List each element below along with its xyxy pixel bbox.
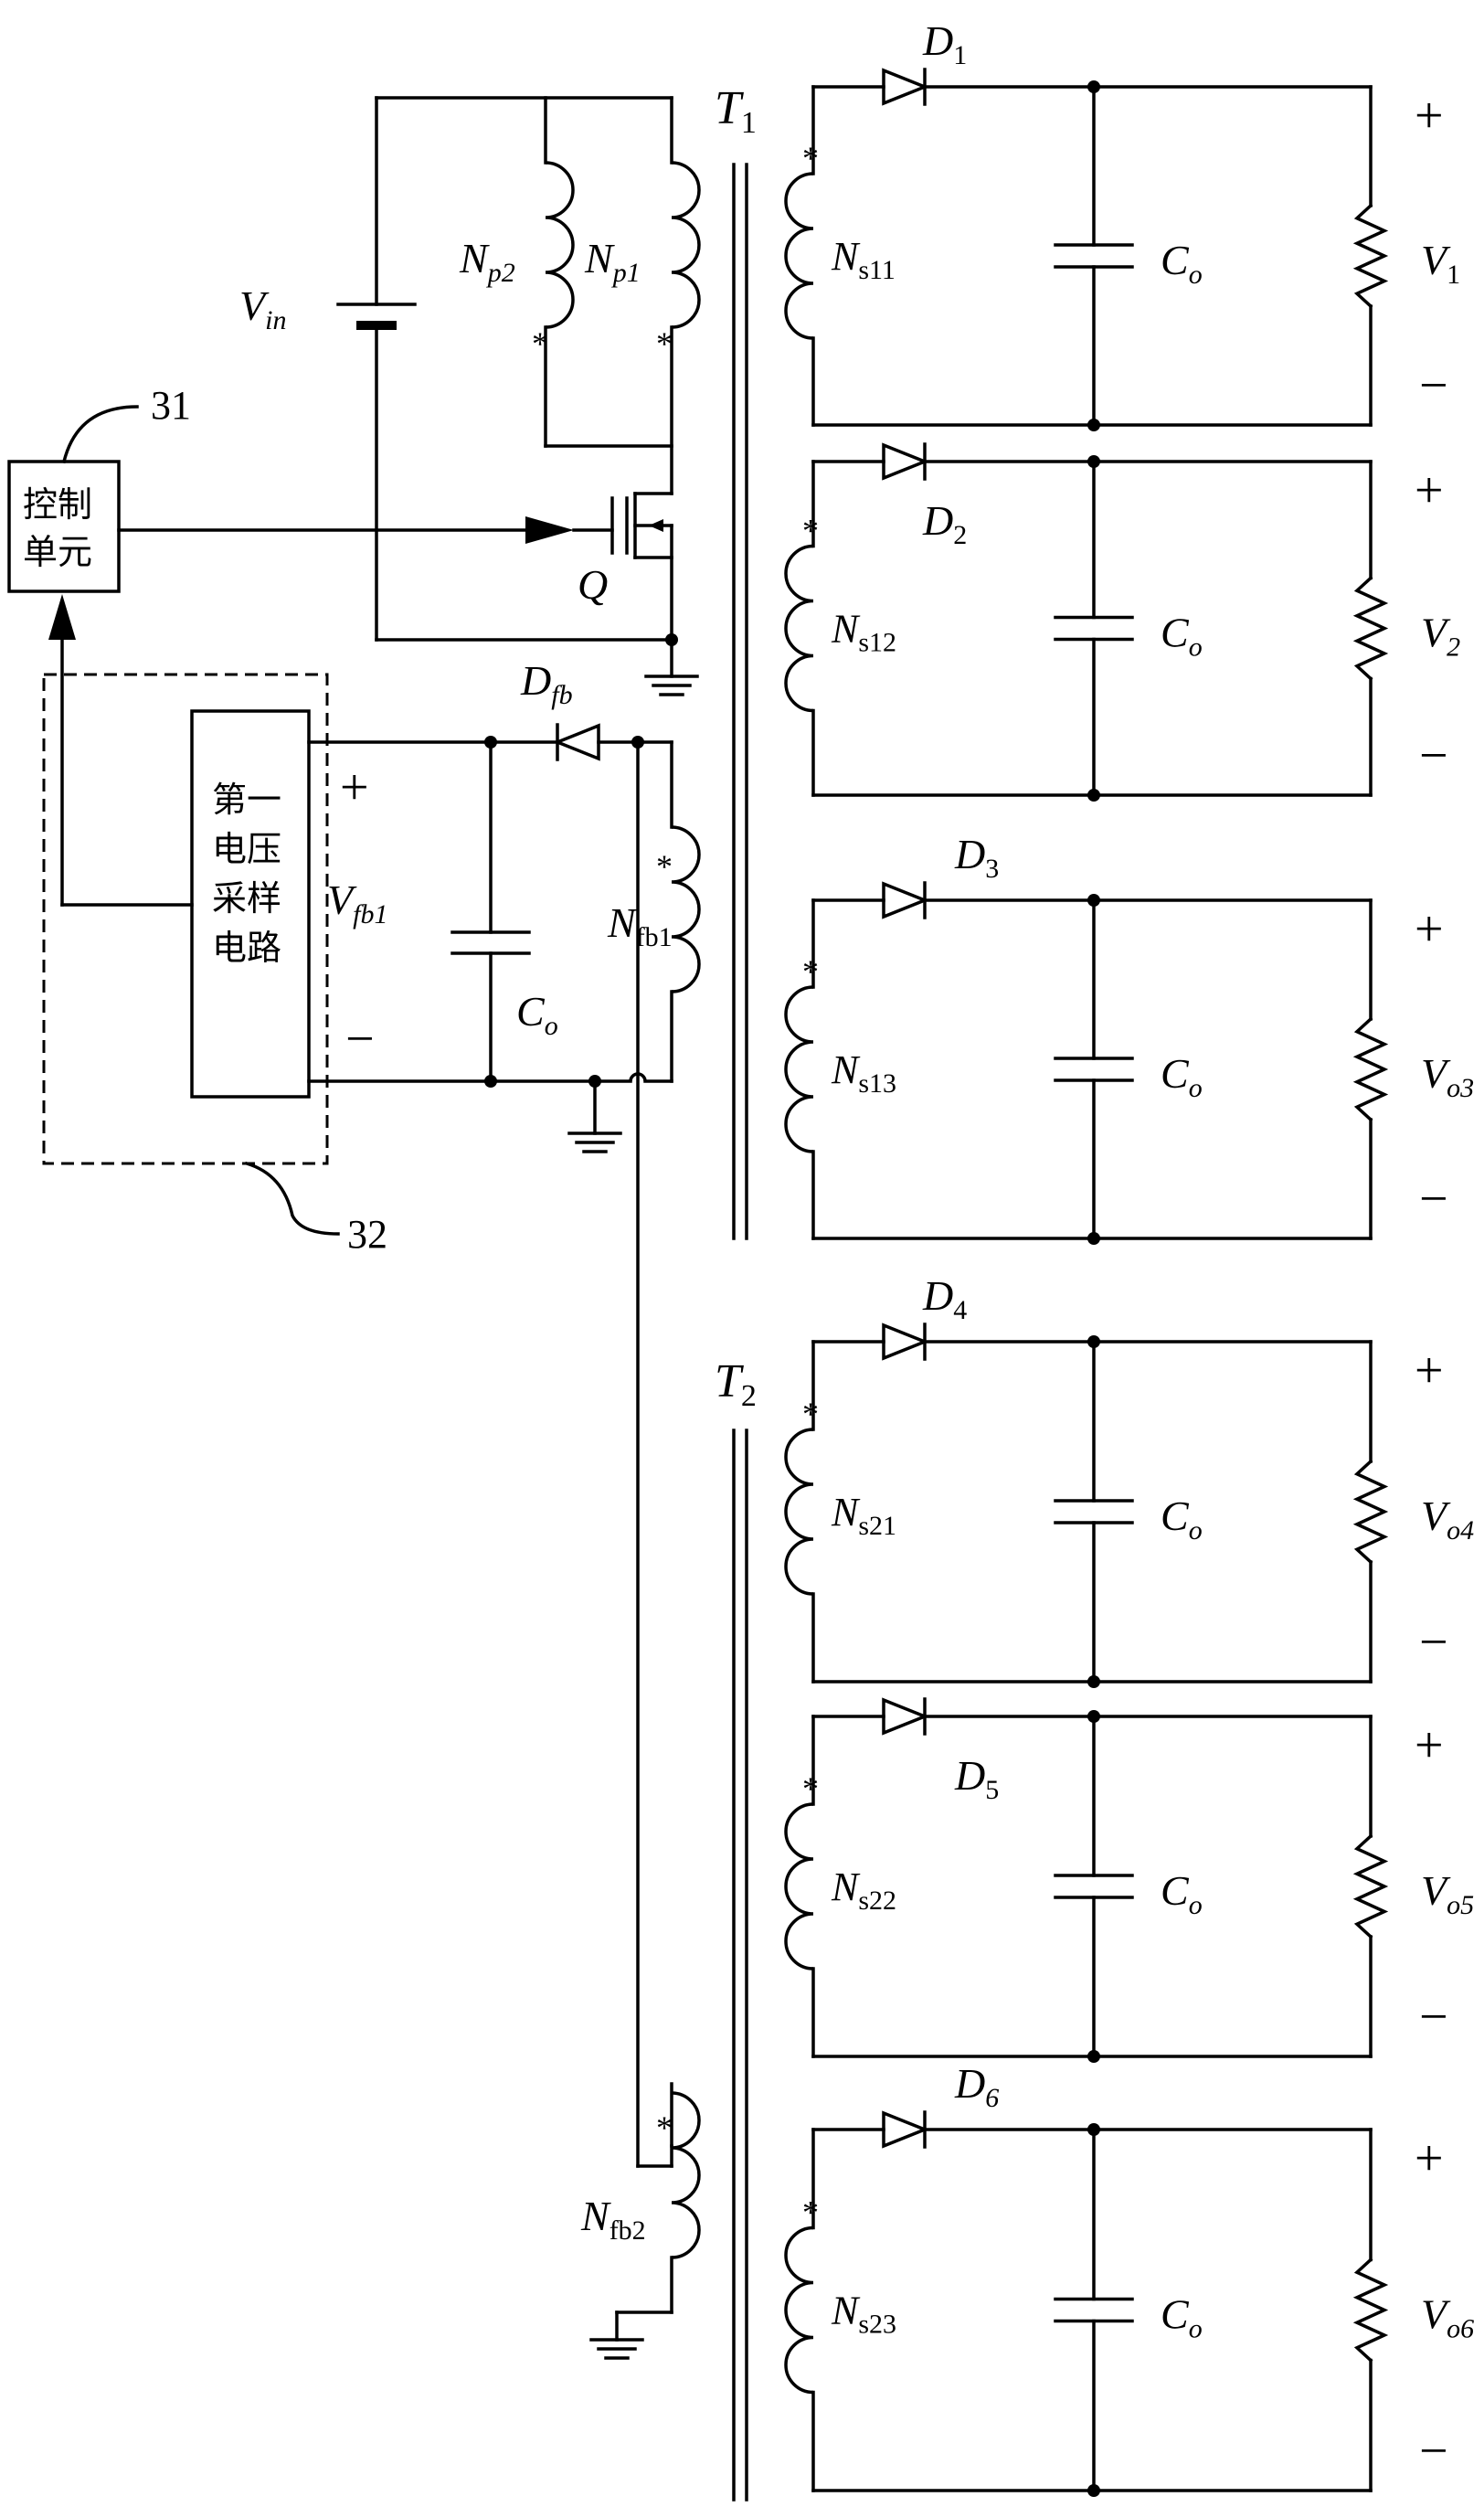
output-1-plus: + [1415,88,1444,144]
vfb1-minus: − [345,1011,375,1068]
nfb1-label: Nfb1 [607,899,673,952]
feedback-circuit [307,723,701,2360]
cap-2-label: Co [1161,610,1203,663]
sampler-ref-number: 32 [347,1212,387,1257]
winding-s11-dot-mark: * [802,140,819,176]
winding-s21-label: Ns21 [831,1490,896,1541]
output-3-plus: + [1415,901,1444,958]
vin-label: Vin [239,282,286,335]
output-1-minus: − [1419,357,1448,414]
winding-s22-label: Ns22 [831,1864,896,1916]
output-stage-1: * + − [784,68,1448,431]
diode-d5-label: D5 [954,1752,999,1805]
output-2-minus: − [1419,728,1448,784]
switch-q-label: Q [578,561,608,608]
output-6-plus: + [1415,2130,1444,2187]
transformer-t1-core [732,163,748,1240]
nfb1-dot-mark: * [656,848,673,885]
output-stage-3: * + − [784,881,1448,1245]
winding-s13-label: Ns13 [831,1047,896,1099]
winding-s23-label: Ns23 [831,2289,896,2340]
output-v3-label: Vo3 [1421,1050,1474,1103]
transformer-t2-core [732,1429,748,2502]
vfb1-plus: + [340,760,369,816]
output-4-minus: − [1419,1614,1448,1671]
winding-s21-dot-mark: * [802,1396,819,1432]
output-stage-2: * + − [784,442,1448,802]
output-3-minus: − [1419,1171,1448,1227]
output-v5-label: Vo5 [1421,1867,1474,1920]
winding-s11-label: Ns11 [831,234,896,285]
sampler-label-4: 电路 [212,928,281,968]
diode-d4-label: D4 [922,1272,967,1325]
np1-dot-mark: * [656,325,673,362]
cap-1-label: Co [1161,237,1203,290]
diode-d3-label: D3 [954,831,999,884]
control-ref-number: 31 [151,383,191,428]
sampler-dashed-box [42,673,329,1165]
output-stage-6: * + − [784,2110,1448,2497]
output-2-plus: + [1415,462,1444,519]
sampler-label-2: 电压 [212,829,281,869]
winding-s22-dot-mark: * [802,1770,819,1807]
winding-s12-dot-mark: * [802,513,819,549]
nfb2-dot-mark: * [656,2109,673,2146]
np1-label: Np1 [584,235,641,288]
control-unit-label-1: 控制 [23,484,92,525]
cap-3-label: Co [1161,1050,1203,1103]
winding-s23-dot-mark: * [802,2194,819,2231]
cap-4-label: Co [1161,1493,1203,1546]
cfb-label: Co [516,988,558,1041]
dfb-label: Dfb [520,657,573,710]
nfb2-label: Nfb2 [580,2193,646,2246]
primary-circuit [117,96,701,696]
transformer-t1-label: T1 [715,82,757,140]
output-v1-label: V1 [1421,237,1460,290]
cap-6-label: Co [1161,2291,1203,2344]
sampler-label-3: 采样 [212,878,281,919]
voltage-sampler-block [190,709,311,1099]
transformer-t2-label: T2 [715,1355,757,1413]
output-v4-label: Vo4 [1421,1493,1474,1546]
winding-s12-label: Ns12 [831,607,896,658]
sampler-ref-leader [244,1161,340,1236]
cap-5-label: Co [1161,1867,1203,1920]
control-unit-label-2: 单元 [23,532,92,572]
diode-d6-label: D6 [954,2060,999,2113]
output-5-minus: − [1419,1989,1448,2045]
vfb1-label: Vfb1 [327,876,387,930]
control-ref-leader [61,405,139,464]
output-v2-label: V2 [1421,610,1460,663]
diode-d1-label: D1 [922,17,967,70]
output-stage-4: * + − [784,1323,1448,1688]
np2-dot-mark: * [532,325,548,362]
output-stage-5: * + − [784,1697,1448,2063]
diode-d2-label: D2 [922,497,967,550]
winding-s13-dot-mark: * [802,953,819,990]
output-5-plus: + [1415,1717,1444,1774]
np2-label: Np2 [459,235,515,288]
sampler-label-1: 第一 [212,780,281,820]
output-6-minus: − [1419,2423,1448,2480]
output-v6-label: Vo6 [1421,2291,1474,2344]
output-4-plus: + [1415,1343,1444,1399]
